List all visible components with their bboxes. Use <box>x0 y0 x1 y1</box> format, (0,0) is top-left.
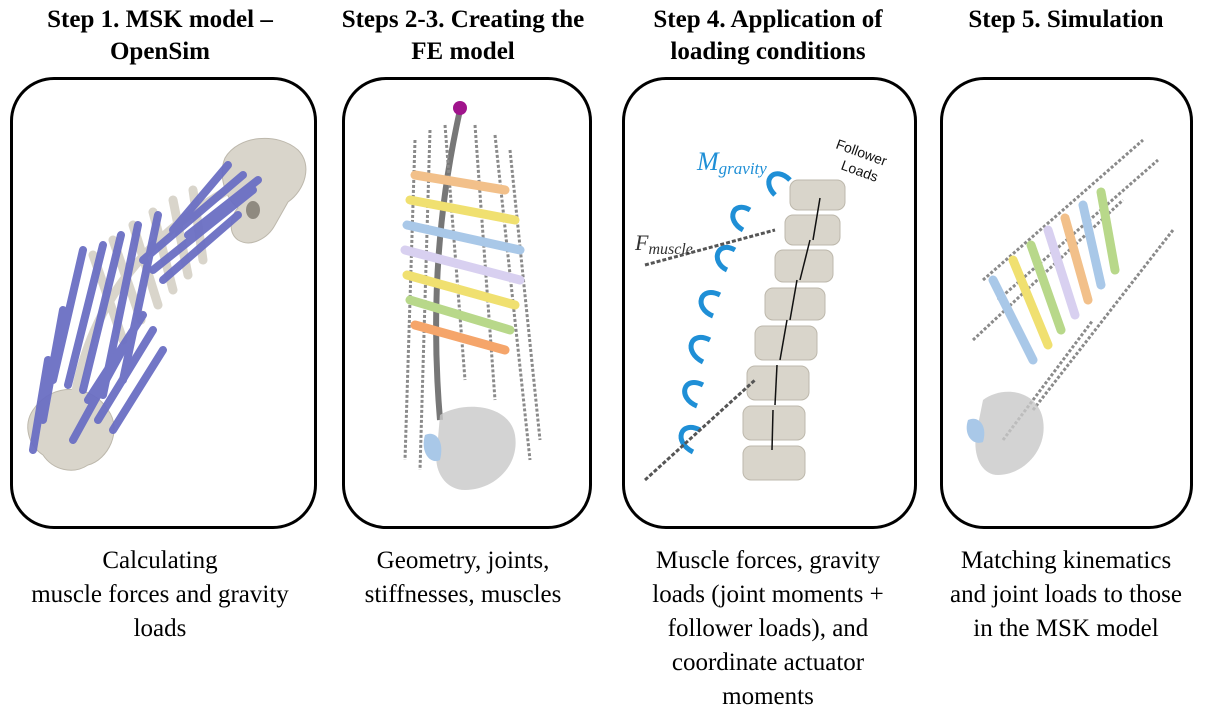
loading-conditions-illustration: Mgravity Fmuscle FollowerLoads <box>625 80 914 526</box>
loading-conditions-panel: Mgravity Fmuscle FollowerLoads <box>622 77 917 529</box>
step-2-3-caption: Geometry, joints, stiffnesses, muscles <box>318 544 608 612</box>
simulation-panel <box>940 77 1193 529</box>
step-1-column: Step 1. MSK model – OpenSim <box>0 0 320 711</box>
step-1-title: Step 1. MSK model – OpenSim <box>0 4 320 68</box>
top-marker <box>453 101 467 115</box>
step-4-caption: Muscle forces, gravity loads (joint mome… <box>610 544 926 714</box>
step-1-caption: Calculating muscle forces and gravity lo… <box>0 544 320 646</box>
follower-loads-label: FollowerLoads <box>828 136 890 186</box>
m-gravity-label: Mgravity <box>696 147 767 178</box>
step-5-title: Step 5. Simulation <box>925 4 1207 36</box>
msk-model-illustration <box>13 80 314 526</box>
step-4-column: Step 4. Application of loading condition… <box>610 0 926 711</box>
simulation-illustration <box>943 80 1190 526</box>
step-4-title: Step 4. Application of loading condition… <box>610 4 926 68</box>
step-5-caption: Matching kinematics and joint loads to t… <box>925 544 1207 646</box>
fe-model-illustration <box>345 80 589 526</box>
step-2-3-title: Steps 2-3. Creating the FE model <box>318 4 608 68</box>
skull <box>222 138 306 243</box>
msk-model-panel <box>10 77 317 529</box>
fe-model-panel <box>342 77 592 529</box>
f-muscle-label: Fmuscle <box>634 230 693 258</box>
step-2-3-column: Steps 2-3. Creating the FE model <box>318 0 608 711</box>
step-5-column: Step 5. Simulation Matching kinematics a… <box>925 0 1207 711</box>
